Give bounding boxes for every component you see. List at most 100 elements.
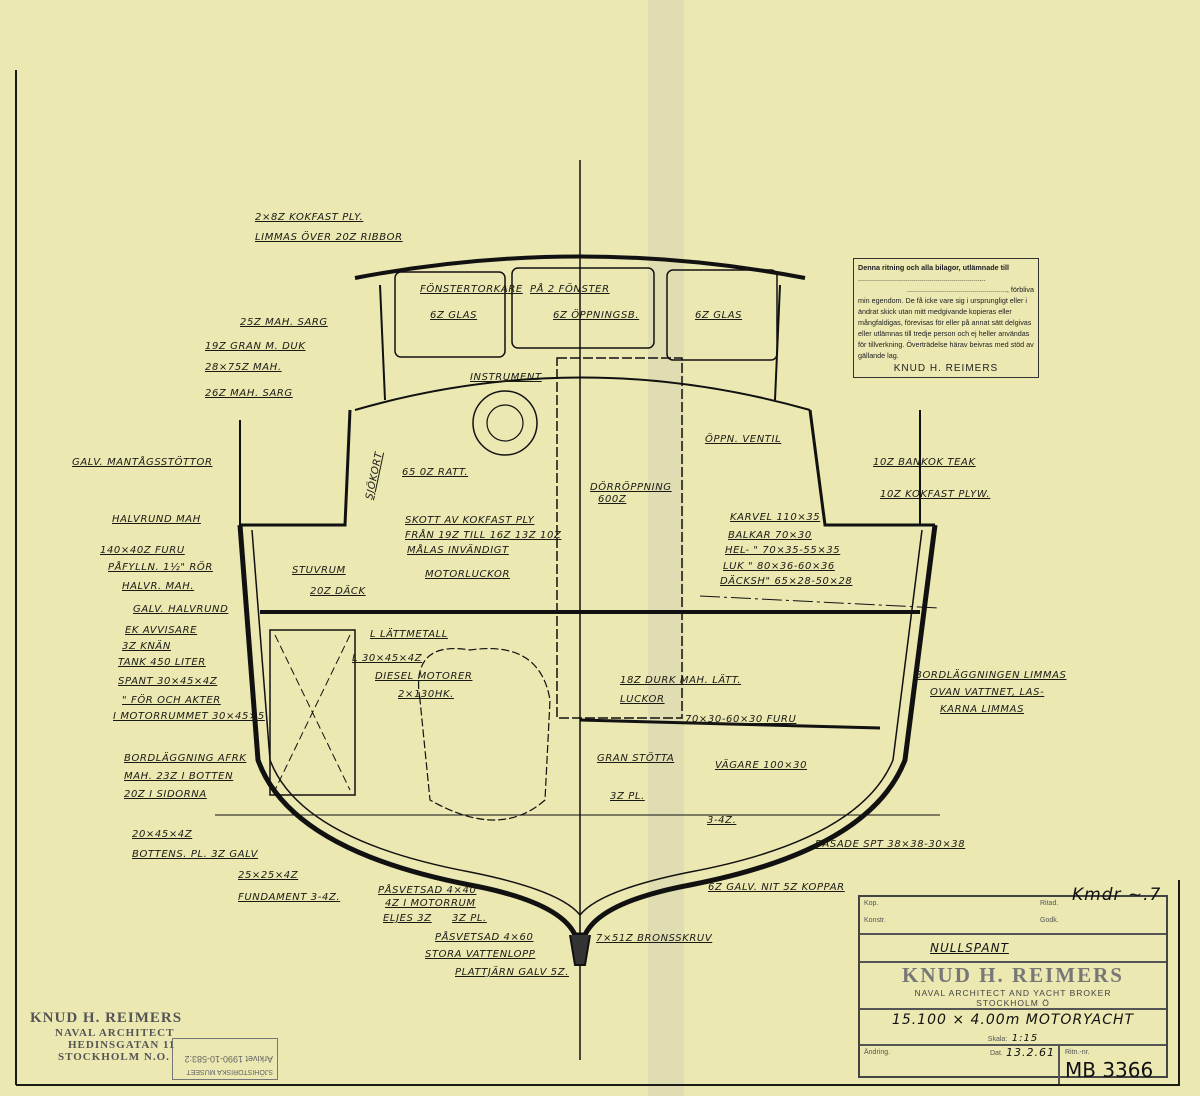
- annotation-label: MAH. 23Z I BOTTEN: [124, 771, 233, 782]
- notice-dots: ........................................…: [906, 285, 1034, 294]
- annotation-label: STUVRUM: [292, 565, 346, 576]
- annotation-labels: 2×8Z KOKFAST PLY.LIMMAS ÖVER 20Z RIBBOR2…: [72, 212, 1067, 978]
- scale-label: Skala:: [987, 1036, 1008, 1043]
- annotation-label: 140×40Z FURU: [100, 545, 185, 556]
- annotation-label: 2×130HK.: [398, 689, 454, 700]
- window-center: [511, 267, 655, 349]
- annotation-label: 6Z GLAS: [695, 310, 742, 321]
- date-label: Dat.: [990, 1050, 1003, 1057]
- hull-section: [215, 160, 941, 1060]
- annotation-label: OVAN VATTNET, LAS-: [930, 687, 1044, 698]
- annotation-label: 3Z PL.: [452, 913, 487, 924]
- annotation-label: GALV. MANTÅGSSTÖTTOR: [72, 455, 213, 468]
- annotation-label: LUCKOR: [620, 694, 665, 705]
- door-opening: [556, 357, 683, 719]
- firm-name: KNUD H. REIMERS: [902, 963, 1124, 987]
- annotation-label: 20Z DÄCK: [310, 584, 366, 597]
- tank: [269, 629, 356, 796]
- drawing-name: NULLSPANT: [930, 941, 1009, 955]
- keel: [569, 934, 591, 966]
- annotation-label: MÅLAS INVÄNDIGT: [407, 543, 509, 556]
- annotation-label: BALKAR 70×30: [728, 530, 812, 541]
- annotation-label: 2×8Z KOKFAST PLY.: [255, 212, 363, 223]
- annotation-label: ÖPPN. VENTIL: [705, 432, 781, 445]
- kop-label: Kop.: [864, 900, 879, 907]
- stamp-line: HEDINSGATAN 11: [68, 1039, 176, 1051]
- stamp-line: KNUD H. REIMERS: [30, 1010, 183, 1026]
- annotation-label: 6Z ÖPPNINGSB.: [553, 308, 639, 321]
- annotation-label: BORDLÄGGNINGEN LIMMAS: [915, 668, 1067, 681]
- annotation-label: KARNA LIMMAS: [940, 704, 1024, 715]
- stamp-line: NAVAL ARCHITECT: [55, 1027, 175, 1039]
- annotation-label: DÖRRÖPPNING: [590, 480, 672, 493]
- annotation-label: ELJES 3Z: [383, 913, 432, 924]
- annotation-label: 10Z KOKFAST PLYW.: [880, 489, 990, 500]
- annotation-label: STORA VATTENLOPP: [425, 949, 536, 960]
- andring-label: Ändring.: [864, 1049, 891, 1056]
- annotation-label: HALVR. MAH.: [122, 581, 194, 592]
- annotation-label: DIESEL MOTORER: [375, 671, 472, 682]
- annotation-label: 28×75Z MAH.: [205, 362, 282, 373]
- date-value: 13.2.61: [1006, 1046, 1055, 1059]
- annotation-label: DÄCKSH" 65×28-50×28: [720, 574, 852, 587]
- annotation-label: 4Z I MOTORRUM: [385, 898, 476, 909]
- annotation-label: 18Z DURK MAH. LÄTT.: [620, 673, 741, 686]
- annotation-label: FÖNSTERTORKARE: [420, 282, 523, 295]
- frame: [15, 70, 1180, 1086]
- annotation-label: FUNDAMENT 3-4Z.: [238, 892, 340, 903]
- ritad-label: Ritad.: [1040, 900, 1059, 907]
- annotation-label: 26Z MAH. SARG: [205, 388, 293, 399]
- annotation-label: 3Z KNÄN: [122, 639, 171, 652]
- annotation-label: HEL- " 70×35-55×35: [725, 545, 840, 556]
- annotation-label: SKOTT AV KOKFAST PLY: [405, 515, 535, 526]
- annotation-label: L 30×45×4Z: [352, 653, 423, 664]
- annotation-label: EK AVVISARE: [125, 625, 197, 636]
- steering-wheel: [472, 390, 538, 456]
- annotation-label: 65 0Z RATT.: [402, 467, 468, 478]
- project-title: 15.100 × 4.00m MOTORYACHT: [891, 1012, 1135, 1028]
- annotation-label: 70×30-60×30 FURU: [685, 714, 796, 725]
- annotation-label: 20Z I SIDORNA: [124, 789, 207, 800]
- annotation-label: L LÄTTMETALL: [370, 627, 448, 640]
- annotation-label: " FÖR OCH AKTER: [122, 693, 221, 706]
- signature: Kmdr ~.7: [1072, 885, 1162, 905]
- annotation-label: 20×45×4Z: [132, 829, 193, 840]
- annotation-label: TANK 450 LITER: [118, 657, 206, 668]
- archive-number: Arkivet 1990-10-583:2: [184, 1054, 273, 1064]
- annotation-label: GALV. HALVRUND: [133, 604, 228, 615]
- annotation-label: 3Z PL.: [610, 791, 645, 802]
- museum-archive-stamp: SJÖHISTORISKA MUSEET Arkivet 1990-10-583…: [172, 1038, 278, 1080]
- diesel-engine: [418, 648, 551, 821]
- window-left: [394, 271, 506, 358]
- annotation-label: KARVEL 110×35: [730, 512, 820, 523]
- drawing-number: MB 3366: [1065, 1058, 1154, 1082]
- annotation-label: 25×25×4Z: [238, 870, 299, 881]
- annotation-label: FRÅN 19Z TILL 16Z 13Z 10Z: [405, 528, 562, 541]
- firm-subtitle: NAVAL ARCHITECT AND YACHT BROKER: [914, 988, 1112, 998]
- annotation-label: 10Z BANKOK TEAK: [873, 457, 976, 468]
- annotation-label: MOTORLUCKOR: [425, 569, 510, 580]
- architect-stamp: KNUD H. REIMERS NAVAL ARCHITECT HEDINSGA…: [30, 1010, 182, 1063]
- annotation-label: 600Z: [598, 494, 627, 505]
- annotation-label: 6Z GLAS: [430, 310, 477, 321]
- annotation-label: PÅSVETSAD 4×40: [378, 883, 476, 896]
- annotation-label: BOTTENS. PL. 3Z GALV: [132, 849, 259, 860]
- annotation-label: SJÖKORT: [362, 450, 385, 501]
- annotation-label: VÄGARE 100×30: [715, 758, 807, 771]
- annotation-label: I MOTORRUMMET 30×45×5: [113, 711, 265, 722]
- annotation-label: 25Z MAH. SARG: [240, 317, 328, 328]
- konstr-label: Konstr.: [864, 917, 886, 924]
- godk-label: Godk.: [1040, 917, 1059, 924]
- annotation-label: 19Z GRAN M. DUK: [205, 341, 306, 352]
- print-band: [648, 0, 684, 1096]
- cabin-roof: [354, 254, 806, 280]
- annotation-label: BORDLÄGGNING AFRK: [124, 751, 247, 764]
- annotation-label: 7×51Z BRONSSKRUV: [596, 933, 713, 944]
- annotation-label: SPANT 30×45×4Z: [118, 676, 218, 687]
- annotation-label: HALVRUND MAH: [112, 514, 201, 525]
- annotation-label: PLATTJÄRN GALV 5Z.: [455, 965, 569, 978]
- annotation-label: INSTRUMENT: [470, 372, 542, 383]
- annotation-label: PÅFYLLN. 1½" RÖR: [108, 560, 213, 573]
- stamp-line: STOCKHOLM N.O.: [58, 1051, 170, 1063]
